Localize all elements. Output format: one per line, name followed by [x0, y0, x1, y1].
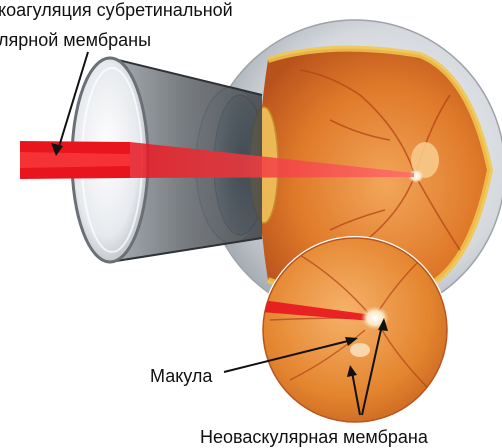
neovascular-membrane-label: Неоваскулярная мембрана — [200, 427, 428, 447]
title-line-2: лярной мембраны — [0, 30, 151, 50]
title-line-1: коагуляция субретинальной — [0, 0, 233, 20]
neovascular-membrane-patch — [350, 343, 370, 357]
macula-label: Макула — [150, 366, 212, 386]
fundus-magnified — [261, 236, 449, 424]
fundus-circle — [263, 238, 447, 422]
